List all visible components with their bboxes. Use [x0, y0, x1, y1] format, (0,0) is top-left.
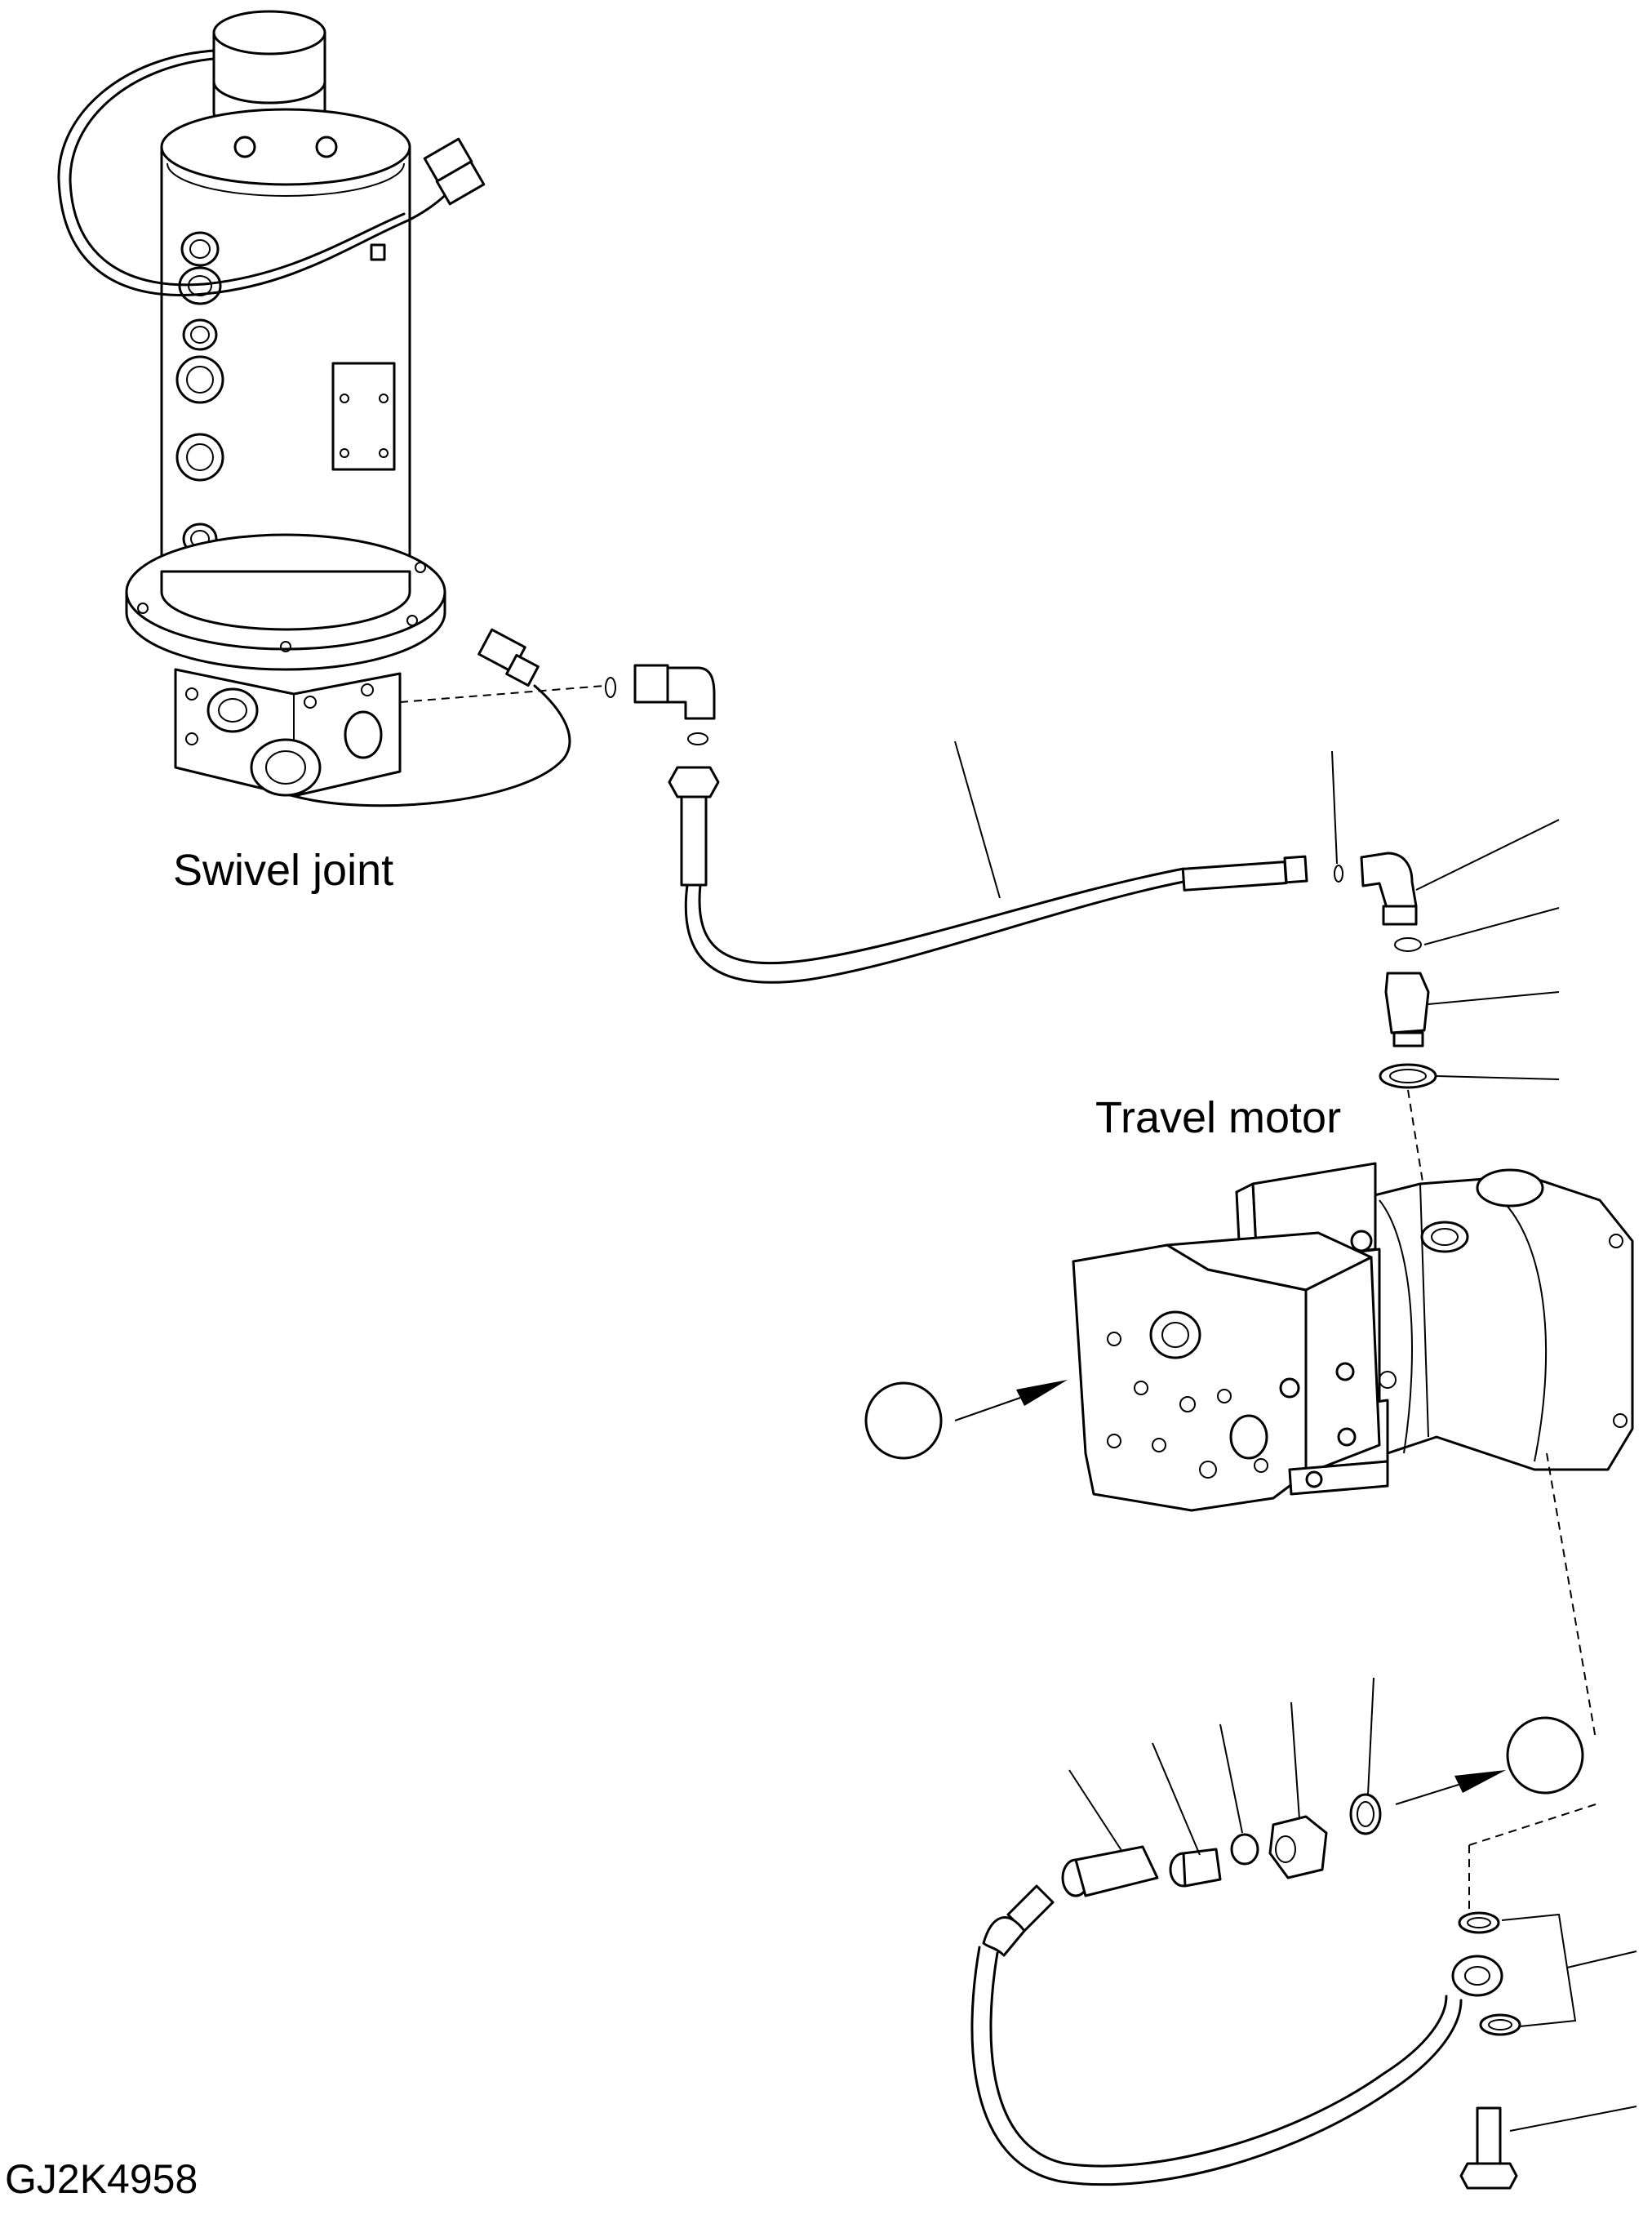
leader-line	[1331, 750, 1338, 865]
o-ring	[1394, 937, 1422, 952]
bracket-leader	[1501, 1913, 1577, 2027]
detail-callout-circle	[1506, 1716, 1584, 1795]
swivel-joint-label: Swivel joint	[173, 846, 394, 895]
motor-valve-plate	[1072, 1231, 1381, 1512]
leader-line	[1436, 1075, 1560, 1080]
travel-motor-assembly	[864, 1162, 1634, 1740]
electrical-connector	[370, 137, 486, 261]
leader-line	[1423, 907, 1560, 945]
hydraulic-hose-upper	[684, 880, 1185, 984]
straight-fitting	[1061, 1845, 1159, 1897]
adapter-fitting	[1384, 972, 1430, 1047]
leader-line	[1415, 819, 1560, 891]
detail-callout-circle	[864, 1381, 943, 1460]
o-ring	[1230, 1833, 1259, 1866]
elbow-fitting-motor-side	[1360, 852, 1418, 926]
drawing-code-label: GJ2K4958	[5, 2156, 198, 2202]
o-ring	[605, 677, 616, 698]
hose-end-elbow	[982, 1884, 1055, 1957]
sensor-connector	[477, 628, 540, 687]
seal-washer	[1349, 1793, 1382, 1835]
seal-washer	[1458, 1911, 1500, 1934]
hydraulic-hose-lower	[970, 1946, 1463, 2186]
swivel-sensor-cable	[292, 684, 571, 807]
swivel-lower-block	[174, 668, 402, 798]
swivel-joint-assembly	[57, 10, 605, 807]
banjo-fitting	[1451, 1955, 1503, 1997]
hose-end-nut	[668, 766, 720, 887]
seal-washer	[1379, 1063, 1437, 1089]
swivel-flange	[125, 533, 446, 671]
banjo-bolt	[1459, 2106, 1518, 2190]
elbow-fitting-swivel-side	[633, 664, 716, 720]
o-ring	[1334, 865, 1343, 883]
leader-line	[954, 741, 1001, 899]
plug-fitting	[1268, 1815, 1328, 1879]
lower-hose-assembly	[970, 1677, 1637, 2190]
leader-line	[1428, 991, 1560, 1005]
upper-hose-assembly	[605, 664, 1560, 1193]
o-ring	[687, 732, 708, 745]
sleeve-fitting	[1169, 1848, 1222, 1888]
swivel-harness-cable	[57, 49, 459, 296]
travel-motor-label: Travel motor	[1095, 1093, 1342, 1142]
seal-washer	[1479, 2013, 1521, 2036]
